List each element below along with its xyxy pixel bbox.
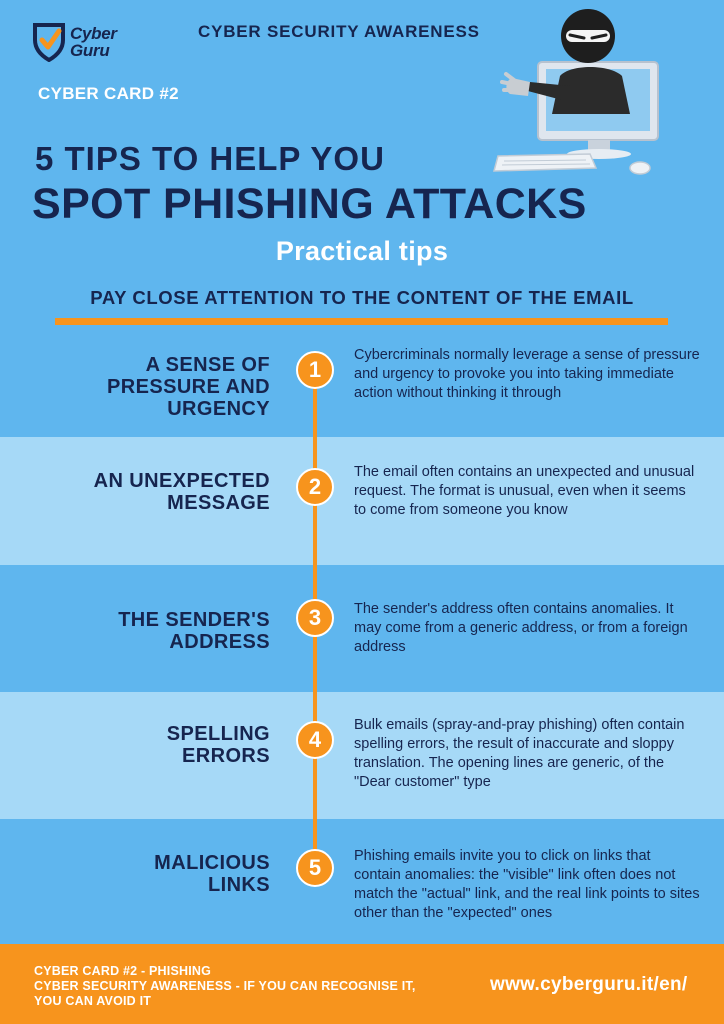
title-line-1: 5 TIPS TO HELP YOU [35, 140, 385, 177]
tip-1-number-badge: 1 [296, 351, 334, 389]
tip-3-text: The sender's address often contains anom… [354, 601, 688, 655]
top-title: CYBER SECURITY AWARENESS [198, 22, 480, 41]
tip-band-4 [0, 692, 724, 819]
tip-2-number-badge: 2 [296, 468, 334, 506]
subtitle: Practical tips [275, 236, 449, 266]
title-line-2: SPOT PHISHING ATTACKS [32, 180, 587, 228]
cyber-guru-logo: Cyber Guru [32, 22, 142, 66]
tip-3-number-badge: 3 [296, 599, 334, 637]
website-link[interactable]: www.cyberguru.it/en/ [490, 974, 688, 995]
tip-5-number-badge: 5 [296, 849, 334, 887]
card-number: CYBER CARD #2 [38, 84, 179, 103]
hacker-computer-illustration [493, 9, 659, 175]
logo-text: Cyber Guru [70, 24, 117, 60]
footer: CYBER CARD #2 - PHISHING CYBER SECURITY … [0, 944, 724, 1024]
tip-4-title: SPELLING ERRORS [166, 723, 270, 767]
tip-2-title: AN UNEXPECTED MESSAGE [93, 470, 270, 514]
tip-5-text: Phishing emails invite you to click on l… [354, 848, 700, 921]
tip-band-3 [0, 565, 724, 692]
tip-1-title: A SENSE OF PRESSURE AND URGENCY [107, 354, 270, 420]
footer-line-3: YOU CAN AVOID IT [34, 994, 152, 1008]
footer-line-1: CYBER CARD #2 - PHISHING [34, 964, 212, 978]
section-heading: PAY CLOSE ATTENTION TO THE CONTENT OF TH… [90, 287, 634, 308]
tip-1-text: Cybercriminals normally leverage a sense… [354, 347, 700, 401]
tip-2-text: The email often contains an unexpected a… [354, 464, 695, 518]
tip-band-2 [0, 437, 724, 565]
tip-3-title: THE SENDER'S ADDRESS [118, 609, 270, 653]
tip-4-number-badge: 4 [296, 721, 334, 759]
tip-5-title: MALICIOUS LINKS [154, 852, 270, 896]
section-underline [55, 318, 668, 325]
footer-line-2: CYBER SECURITY AWARENESS - IF YOU CAN RE… [34, 979, 416, 993]
tip-4-text: Bulk emails (spray-and-pray phishing) of… [354, 717, 685, 790]
shield-check-icon [33, 23, 65, 62]
